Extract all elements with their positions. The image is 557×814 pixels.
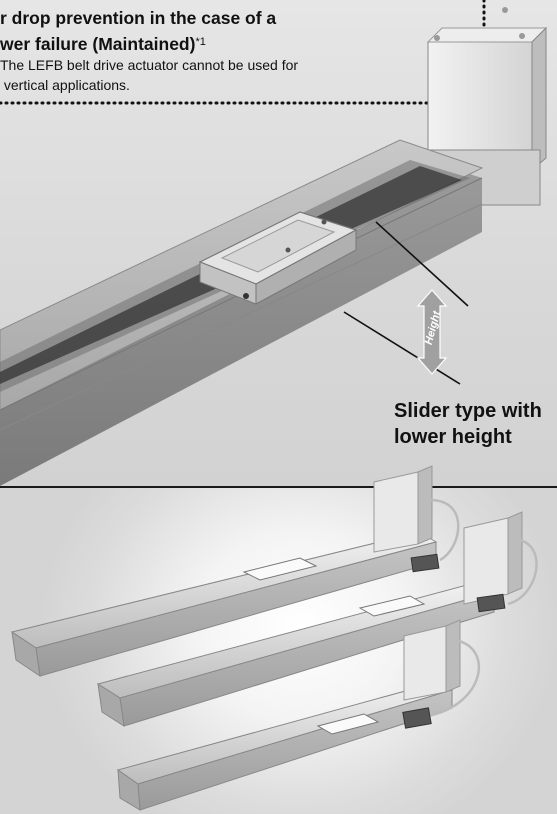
lineup-actuator-medium: [96, 511, 538, 728]
slider-table: [198, 211, 358, 305]
slider-height-leaders: [343, 221, 469, 385]
drop-prevention-title: r drop prevention in the case of a wer f…: [0, 6, 390, 56]
height-dimension-arrow: [416, 289, 448, 375]
lineup-actuator-small: [116, 619, 480, 811]
slider-callout: Slider type with lower height: [394, 400, 542, 448]
footnote-marker: *1: [195, 36, 206, 48]
drop-prevention-title-text: r drop prevention in the case of a wer f…: [0, 8, 277, 54]
belt-drive-note: The LEFB belt drive actuator cannot be u…: [0, 57, 299, 93]
lineup-actuator-large: [10, 465, 460, 678]
section-divider: [0, 486, 557, 488]
actuator-closeup-illustration: [0, 0, 548, 486]
